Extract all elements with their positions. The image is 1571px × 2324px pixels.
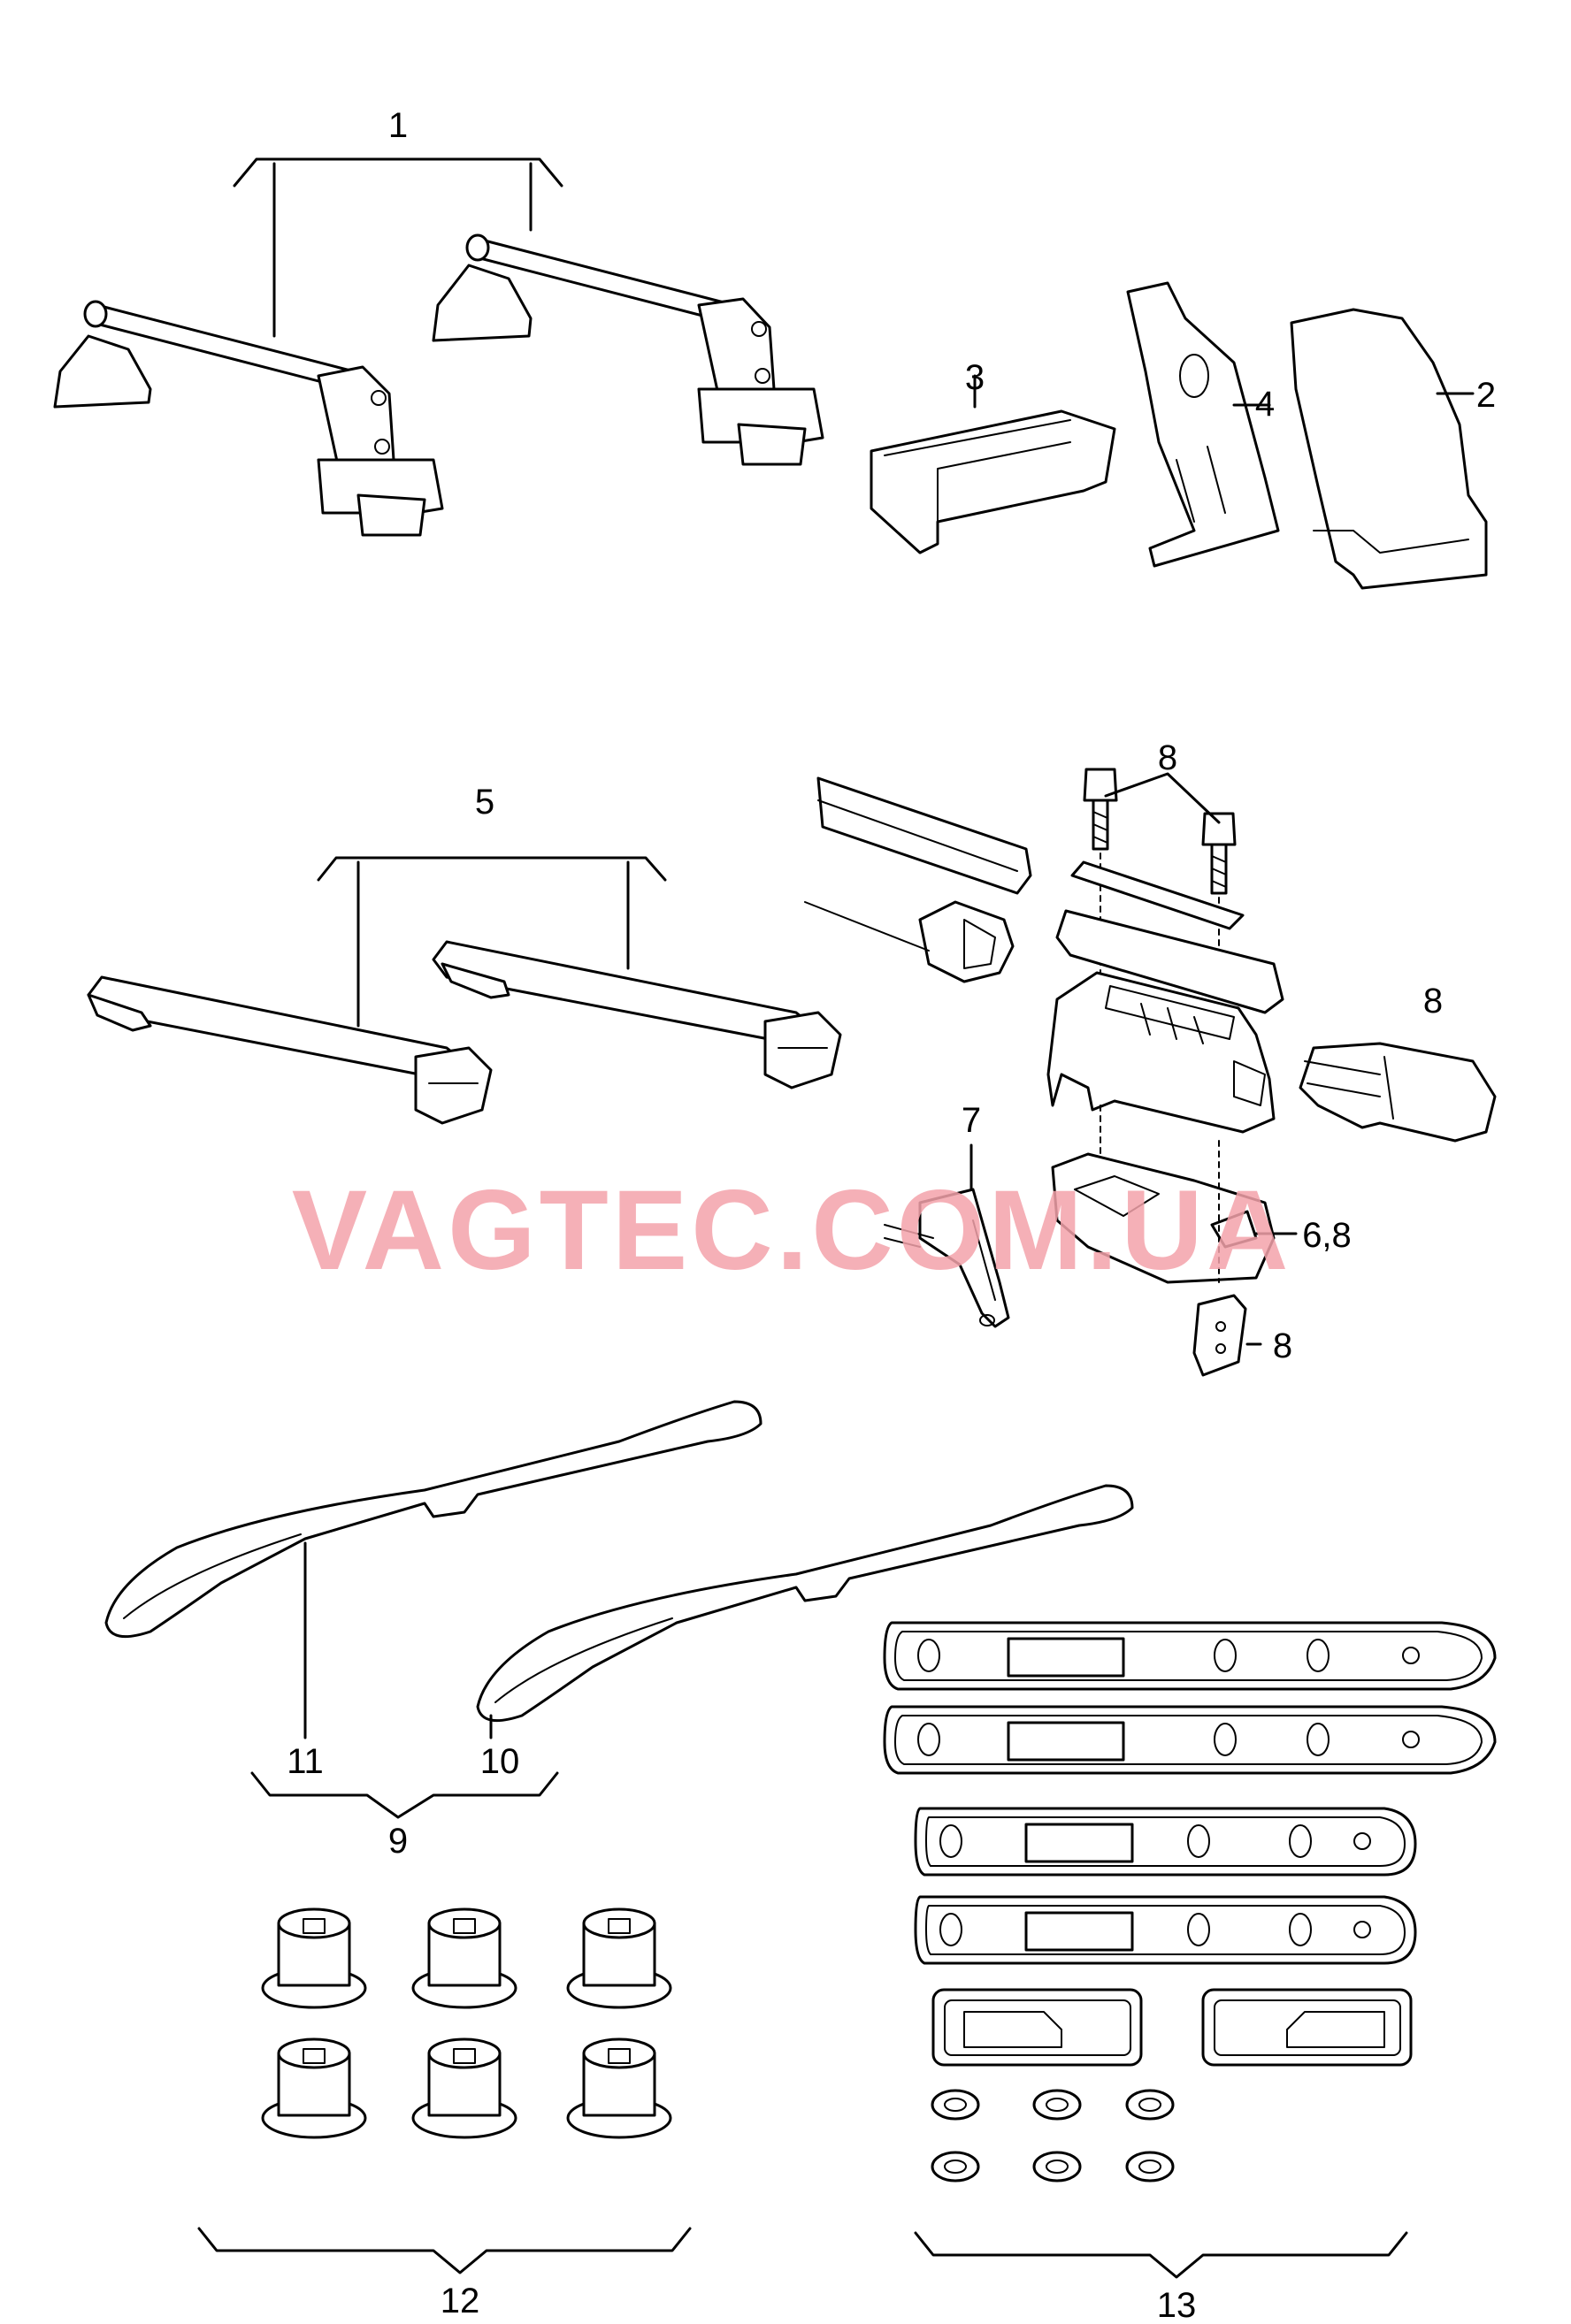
clamp-7 [884,1143,1010,1328]
callout-8-screws: 8 [1158,738,1177,777]
watermark: VAGTEC.COM.UA [292,1167,1292,1294]
aero-bar-right [432,940,842,1089]
callout-7: 7 [962,1101,981,1140]
foot-housing-6 [1046,971,1276,1134]
callout-12: 12 [441,2282,480,2320]
callout-8-tab: 8 [1273,1326,1292,1365]
mounting-clip-3 [870,374,1116,554]
callout-6-8: 6,8 [1302,1216,1352,1255]
callout-2: 2 [1476,376,1496,415]
callout-13: 13 [1157,2286,1197,2324]
cap [566,2037,672,2139]
crossbar-profile [804,776,1032,983]
callout-3: 3 [965,358,985,397]
gasket-short [931,1988,1143,2067]
callout-1: 1 [388,106,408,145]
roof-bar-set-1 [53,157,824,537]
callout-9: 9 [388,1822,408,1861]
gasket-medium [914,1895,1417,1965]
gasket-set-13 [883,1621,1497,2183]
roof-rail-10 [476,1484,1134,1739]
aero-bar-set-5 [87,856,842,1125]
roof-bar-left [53,300,444,537]
gasket-medium [914,1807,1417,1877]
callout-10: 10 [480,1742,520,1781]
cap [566,1907,672,2009]
base-plate-6 [1051,1105,1298,1284]
caps-set-12 [261,1907,672,2139]
cap [411,2037,517,2139]
roof-rail-11 [104,1400,763,1739]
callout-8-endcap: 8 [1423,982,1443,1021]
aero-bar-left [87,975,493,1125]
cap [411,1907,517,2009]
washers [931,2089,1175,2183]
callout-4: 4 [1255,385,1275,424]
bracket-13 [914,2231,1408,2279]
callout-11: 11 [287,1742,324,1781]
gasket-long [883,1621,1497,1691]
roof-bar-right [432,233,824,466]
fitting-bracket-4 [1126,281,1280,568]
gasket-long [883,1705,1497,1775]
end-cap-8 [1299,1042,1497,1143]
rubber-pad-plate [1055,860,1284,1014]
cover-cap-2 [1290,308,1488,590]
cap [261,2037,367,2139]
callout-5: 5 [475,783,494,822]
bracket-9 [250,1771,559,1819]
tab-8 [1192,1294,1262,1377]
gasket-short [1201,1988,1413,2067]
bracket-12 [197,2227,692,2274]
cap [261,1907,367,2009]
